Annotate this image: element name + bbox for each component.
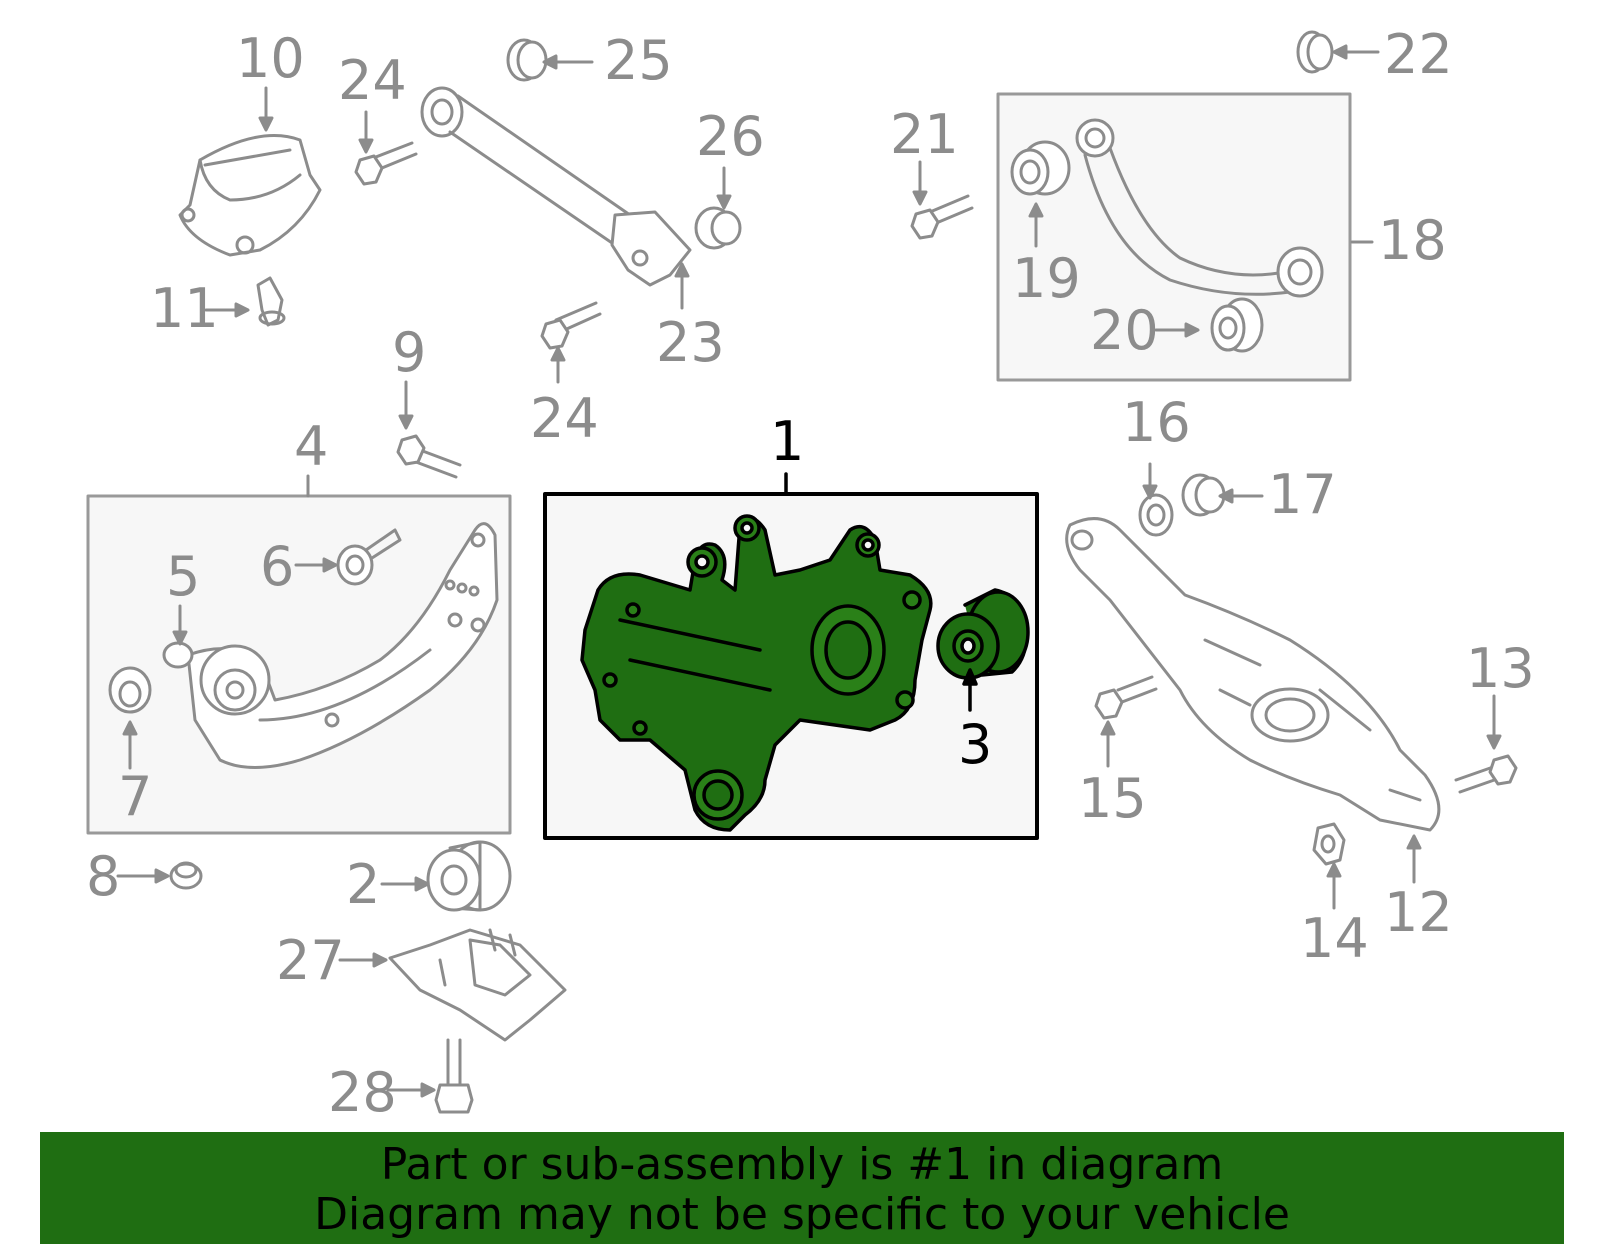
part-19-bushing <box>1010 140 1071 196</box>
callout-arrows-highlight <box>784 472 978 712</box>
part-25-nut <box>506 38 548 82</box>
part-27-bracket <box>388 928 567 1042</box>
part-8-nut <box>169 861 203 890</box>
callout-15[interactable]: 15 <box>1078 767 1147 830</box>
callout-19[interactable]: 19 <box>1012 247 1081 310</box>
callout-28[interactable]: 28 <box>328 1061 397 1124</box>
callout-16[interactable]: 16 <box>1122 391 1191 454</box>
callout-24-upper[interactable]: 24 <box>338 49 407 112</box>
part-15-bolt <box>1094 675 1158 720</box>
part-3-bushing <box>936 588 1030 680</box>
callout-10[interactable]: 10 <box>236 27 305 90</box>
part-26-nut <box>694 206 742 250</box>
callout-26[interactable]: 26 <box>696 105 765 168</box>
part-11-clip <box>256 276 286 327</box>
callout-25[interactable]: 25 <box>604 29 673 92</box>
callout-3[interactable]: 3 <box>958 713 993 776</box>
callout-23[interactable]: 23 <box>656 311 725 374</box>
part-5-bushing <box>162 641 271 716</box>
banner-line-2: Diagram may not be specific to your vehi… <box>314 1189 1290 1240</box>
banner-line-1: Part or sub-assembly is #1 in diagram <box>380 1139 1224 1190</box>
callout-27[interactable]: 27 <box>276 929 345 992</box>
part-17-nut <box>1181 473 1226 517</box>
callout-1[interactable]: 1 <box>770 410 805 473</box>
part-22-nut <box>1296 30 1334 74</box>
part-28-bolt <box>434 1038 474 1114</box>
part-23-link <box>420 86 692 287</box>
part-13-bolt <box>1454 754 1518 794</box>
callout-4[interactable]: 4 <box>294 415 329 478</box>
part-20-bushing <box>1210 297 1264 353</box>
part-24-bolt-upper <box>354 141 418 186</box>
part-7-bushing <box>108 666 152 714</box>
part-24-bolt-lower <box>540 301 602 350</box>
part-1-knuckle <box>580 514 933 832</box>
callout-22[interactable]: 22 <box>1384 23 1453 86</box>
part-18-arm <box>1075 118 1324 298</box>
callout-5[interactable]: 5 <box>166 545 201 608</box>
part-6-clip <box>336 528 402 586</box>
part-9-bolt <box>396 434 462 479</box>
group-box-18 <box>996 92 1352 382</box>
callout-24-lower[interactable]: 24 <box>530 387 599 450</box>
callout-14[interactable]: 14 <box>1300 907 1369 970</box>
part-12-lower-arm <box>1065 517 1441 832</box>
part-14-nut <box>1312 822 1346 866</box>
callout-8[interactable]: 8 <box>86 845 121 908</box>
part-4-trailing-arm <box>186 522 499 769</box>
callout-9[interactable]: 9 <box>392 321 427 384</box>
callout-17[interactable]: 17 <box>1268 463 1337 526</box>
part-21-bolt <box>910 194 974 240</box>
callout-18[interactable]: 18 <box>1378 209 1447 272</box>
callout-11[interactable]: 11 <box>150 277 219 340</box>
part-2-bushing <box>426 840 512 912</box>
callout-6[interactable]: 6 <box>260 535 295 598</box>
callout-2[interactable]: 2 <box>346 853 381 916</box>
disclaimer-banner: Part or sub-assembly is #1 in diagram Di… <box>40 1132 1564 1244</box>
callout-7[interactable]: 7 <box>118 765 153 828</box>
part-10-mount <box>178 134 322 257</box>
callout-arrows <box>116 44 1502 1098</box>
callout-21[interactable]: 21 <box>890 103 959 166</box>
part-16-washer <box>1138 493 1174 537</box>
callout-13[interactable]: 13 <box>1466 637 1535 700</box>
callout-12[interactable]: 12 <box>1384 881 1453 944</box>
callout-20[interactable]: 20 <box>1090 299 1159 362</box>
